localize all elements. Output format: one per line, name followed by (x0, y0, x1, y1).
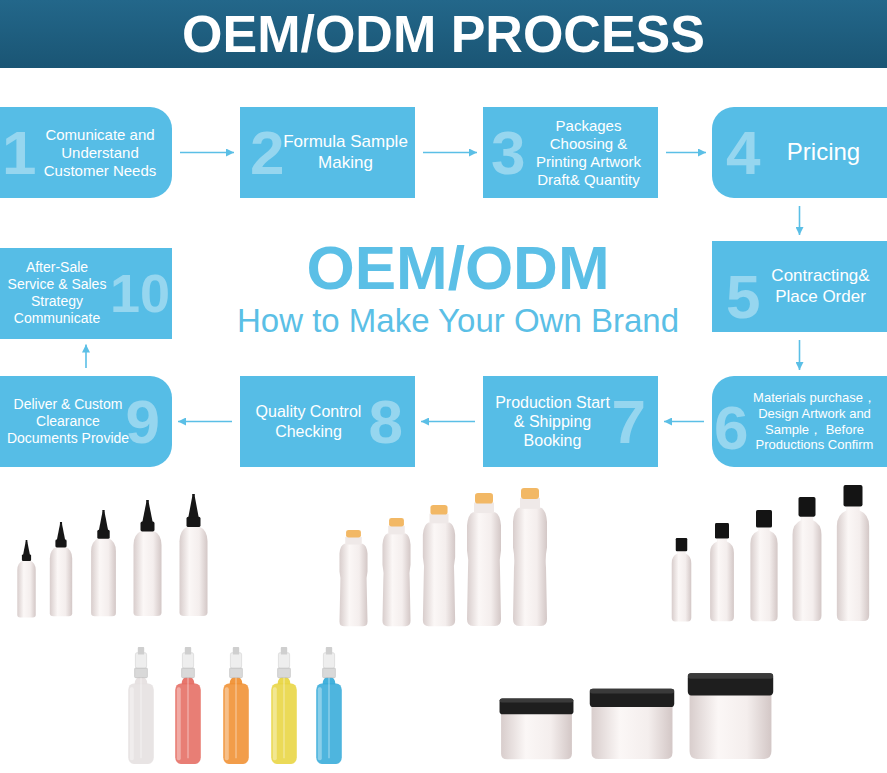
step-text: Formula Sample Making (280, 132, 411, 173)
step-text: Packages Choosing & Printing Artwork Dra… (523, 117, 654, 189)
step-number: 1 (2, 122, 36, 184)
process-box: 10After-Sale Service & Sales Strategy Co… (0, 248, 172, 339)
bottle (91, 510, 116, 616)
step-number: 7 (612, 391, 646, 453)
bottle (467, 493, 501, 626)
step-number: 2 (250, 122, 284, 184)
bottle (180, 494, 208, 616)
step-text: Materials purchase， Design Artwork and S… (746, 390, 883, 452)
bottle (750, 510, 777, 621)
bottle (672, 538, 692, 621)
flow-arrow (178, 421, 232, 423)
step-text: Production Start & Shipping Booking (489, 393, 616, 451)
step-number: 5 (726, 266, 760, 328)
step-number: 3 (491, 122, 525, 184)
process-box: 1Comunicate and Understand Customer Need… (0, 107, 172, 198)
step-number: 6 (714, 397, 748, 459)
jar (500, 699, 574, 760)
bottle (793, 497, 822, 621)
bottle (513, 488, 547, 626)
step-text: Comunicate and Understand Customer Needs (34, 126, 166, 180)
flow-arrow (423, 152, 477, 154)
step-number: 4 (726, 122, 760, 184)
step-text: Pricing (768, 138, 879, 167)
spray-bottle (128, 647, 154, 764)
spray-bottle (175, 647, 201, 764)
step-number: 10 (110, 266, 170, 320)
step-text: After-Sale Service & Sales Strategy Comm… (4, 259, 110, 326)
process-box: 5Contracting& Place Order (712, 241, 887, 332)
flow-arrow (799, 340, 801, 370)
twist-cap-bottles (17, 494, 207, 617)
step-text: Deliver & Custom Clearance Documents Pro… (4, 396, 132, 446)
center-heading: OEM/ODM (306, 234, 609, 302)
spray-bottle (223, 647, 249, 764)
flow-arrow (85, 345, 87, 369)
spray-bottle (316, 647, 342, 764)
process-box: 4 Pricing (712, 107, 887, 198)
step-text: Quality Control Checking (246, 402, 371, 440)
jar (688, 673, 773, 759)
flow-arrow (664, 421, 704, 423)
jar (590, 689, 674, 759)
spray-bottle (271, 647, 297, 764)
step-number: 9 (126, 391, 160, 453)
flow-arrow (666, 152, 706, 154)
flow-arrow (180, 152, 234, 154)
bottle (837, 485, 869, 621)
process-box: 3Packages Choosing & Printing Artwork Dr… (483, 107, 658, 198)
bottle (710, 523, 734, 621)
black-cap-bottles (672, 485, 869, 621)
orange-cap-bottles (339, 488, 547, 626)
process-box: 7Production Start & Shipping Booking (483, 376, 658, 467)
diagram-title: OEM/ODM PROCESS (0, 0, 887, 68)
flow-arrow (799, 206, 801, 235)
bottle (134, 500, 162, 616)
step-text: Contracting& Place Order (758, 266, 883, 307)
process-box: 2Formula Sample Making (240, 107, 415, 198)
step-number: 8 (369, 391, 403, 453)
cream-jars (500, 673, 774, 759)
flow-arrow (421, 421, 475, 423)
center-subtitle: How to Make Your Own Brand (237, 303, 679, 339)
bottle (17, 540, 35, 617)
process-box: 9Deliver & Custom Clearance Documents Pr… (0, 376, 172, 467)
process-box: 8Quality Control Checking (240, 376, 415, 467)
process-box: 6Materials purchase， Design Artwork and … (712, 376, 887, 467)
bottle (382, 518, 410, 626)
bottle (339, 530, 367, 626)
bottle (50, 522, 72, 616)
bottle (423, 505, 455, 626)
spray-bottles (128, 647, 342, 764)
